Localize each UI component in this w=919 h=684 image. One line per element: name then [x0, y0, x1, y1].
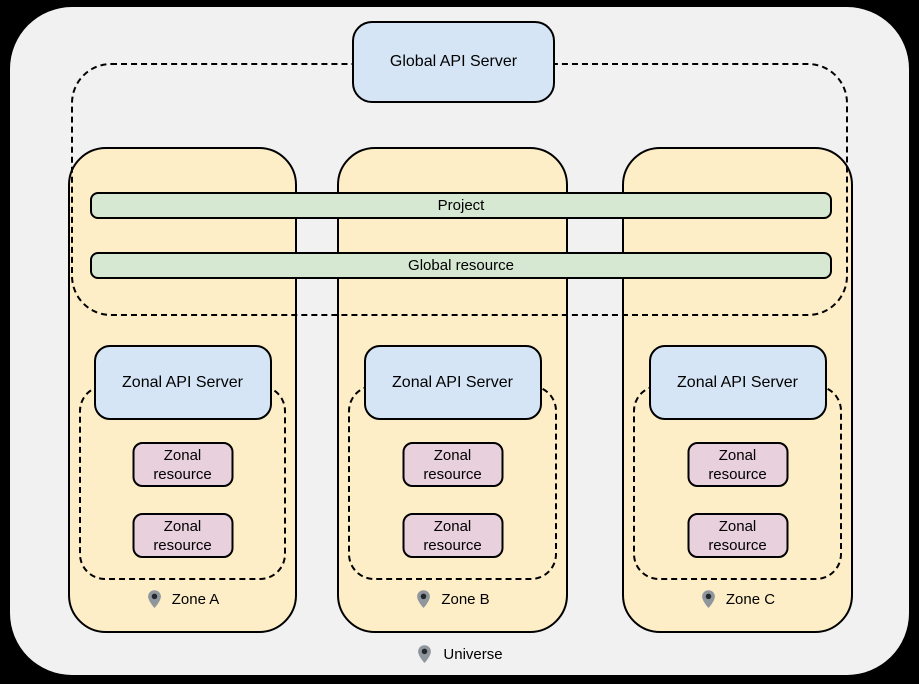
zonal-api-server-box: Zonal API Server [648, 345, 827, 420]
zonal-api-server-box: Zonal API Server [93, 345, 272, 420]
zone-b-label-row: Zone B [339, 589, 566, 610]
zonal-resource-label: Zonal resource [153, 446, 212, 483]
location-pin-icon [147, 590, 161, 608]
zone-name-label: Zone A [171, 591, 220, 608]
zonal-resource-label: Zonal resource [708, 446, 767, 483]
zonal-resource-box: Zonal resource [132, 513, 233, 558]
zonal-resource-box: Zonal resource [132, 442, 233, 487]
zonal-resource-label: Zonal resource [153, 517, 212, 554]
global-api-server-label: Global API Server [389, 53, 518, 70]
zonal-resource-label: Zonal resource [423, 517, 482, 554]
zone-c-label-row: Zone C [624, 589, 851, 610]
zonal-api-server-label: Zonal API Server [392, 373, 513, 391]
location-pin-icon [418, 645, 432, 663]
project-bar: Project [90, 192, 832, 219]
zone-a-label-row: Zone A [70, 589, 295, 610]
zone-name-label: Zone B [441, 591, 490, 608]
zonal-resource-box: Zonal resource [402, 513, 503, 558]
zonal-resource-box: Zonal resource [402, 442, 503, 487]
zone-c-box: Zonal API Server Zonal resource Zonal re… [622, 147, 853, 633]
location-pin-icon [702, 590, 715, 608]
zonal-resource-box: Zonal resource [687, 513, 788, 558]
project-bar-label: Project [437, 197, 485, 214]
location-pin-icon [417, 590, 431, 608]
global-resource-bar-label: Global resource [408, 257, 514, 274]
zone-name-label: Zone C [725, 591, 776, 608]
zonal-api-server-box: Zonal API Server [363, 345, 542, 420]
zonal-api-server-label: Zonal API Server [122, 373, 243, 391]
global-api-server-box: Global API Server [352, 21, 555, 103]
zone-a-box: Zonal API Server Zonal resource Zonal re… [68, 147, 297, 633]
zonal-resource-label: Zonal resource [708, 517, 767, 554]
zonal-resource-label: Zonal resource [423, 446, 482, 483]
zonal-resource-box: Zonal resource [687, 442, 788, 487]
global-resource-bar: Global resource [90, 252, 832, 279]
universe-label-row: Universe [0, 644, 919, 665]
universe-label: Universe [443, 646, 503, 663]
zone-b-box: Zonal API Server Zonal resource Zonal re… [337, 147, 568, 633]
zonal-api-server-label: Zonal API Server [677, 373, 798, 391]
